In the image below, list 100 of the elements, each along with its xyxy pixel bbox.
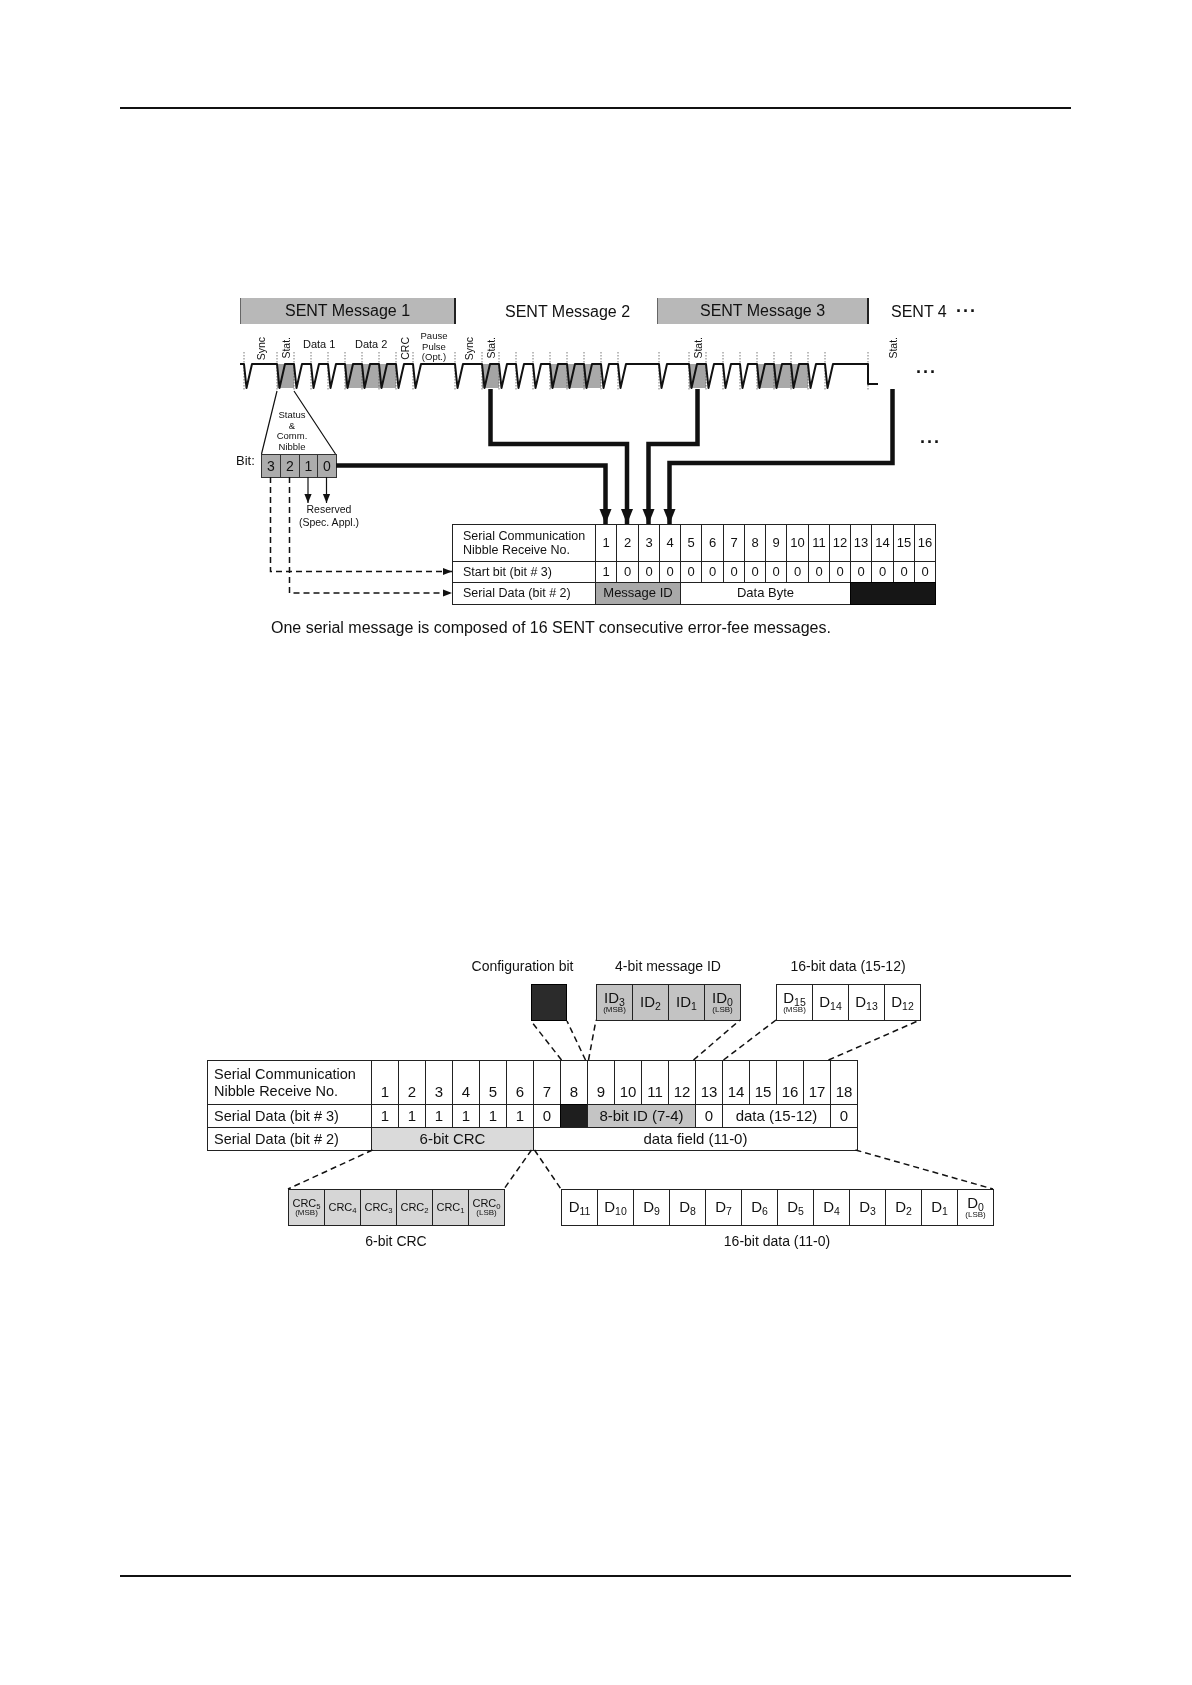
bit-cell — [360, 1189, 397, 1226]
expansion-line — [566, 1020, 587, 1061]
bit-order-note: (LSB) — [712, 1006, 733, 1016]
row-label: Serial Communication Nibble Receive No. — [214, 1065, 357, 1100]
bit-value: 0 — [772, 564, 780, 580]
bit-order-note: (LSB) — [965, 1211, 986, 1221]
group-heading: 16-bit data (15-12) — [790, 958, 906, 975]
segment-label: Pause Pulse (Opt.) — [419, 331, 449, 363]
expansion-line — [503, 1149, 533, 1190]
bit-order-note: (MSB) — [295, 1209, 318, 1218]
field-cell — [587, 1104, 696, 1128]
nibble-number: 12 — [832, 535, 848, 551]
nibble-number: 2 — [623, 535, 632, 551]
row-label: Serial Communication Nibble Receive No. — [463, 528, 587, 558]
expansion-line — [533, 1149, 562, 1190]
field-label: Message ID — [603, 586, 673, 601]
bit-value: 0 — [815, 564, 823, 580]
nibble-number: 3 — [434, 1083, 444, 1100]
nibble-number: 1 — [602, 535, 610, 551]
bit-number: 0 — [323, 459, 331, 473]
header-cell — [914, 524, 936, 562]
bit-name: CRC$_{4}$ — [328, 1201, 357, 1214]
expansion-line — [530, 1020, 563, 1061]
bit-name: CRC$_{0}$ — [472, 1197, 501, 1210]
field-label: 6-bit CRC — [419, 1130, 486, 1148]
expansion-line — [587, 1019, 597, 1061]
bit-name: ID$_{3}$ — [604, 989, 625, 1007]
expansion-line — [287, 1149, 374, 1190]
bit-number: 2 — [286, 459, 294, 473]
bit-value: 1 — [515, 1107, 525, 1125]
segment-label: Sync — [254, 337, 267, 361]
segment-label: Stat. — [484, 337, 497, 359]
field-label: data (15-12) — [735, 1107, 818, 1125]
nibble-number: 15 — [896, 535, 912, 551]
expansion-line — [722, 1019, 777, 1061]
arrow — [336, 463, 612, 524]
expansion-line — [692, 1019, 741, 1061]
nibble-number: 9 — [772, 535, 780, 551]
nibble-number: 11 — [812, 535, 826, 551]
bit-value: 0 — [666, 564, 674, 580]
segment-label: Stat. — [691, 337, 704, 359]
bit-name: D$_{7}$ — [715, 1199, 732, 1216]
bit-cell — [596, 984, 633, 1021]
nibble-number: 5 — [687, 535, 695, 551]
nibble-number: 8 — [751, 535, 759, 551]
field-label: Data Byte — [736, 586, 795, 601]
message-title: SENT Message 1 — [284, 302, 411, 320]
nibble-number: 15 — [754, 1083, 772, 1100]
field-label: 8-bit ID (7-4) — [599, 1107, 684, 1125]
nibble-number: 10 — [619, 1083, 637, 1100]
bit-name: D$_{4}$ — [823, 1199, 840, 1216]
nibble-number: 1 — [380, 1083, 390, 1100]
bit-value: 0 — [542, 1107, 552, 1125]
field-cell — [533, 1127, 858, 1151]
bit-value: 0 — [839, 1107, 849, 1125]
bit-value: 0 — [623, 564, 632, 580]
group-heading: Configuration bit — [471, 958, 574, 975]
bit-value: 1 — [407, 1107, 417, 1125]
bit-order-note: (LSB) — [476, 1209, 497, 1218]
bit-number: 1 — [304, 459, 313, 473]
bit-cell — [632, 984, 669, 1021]
filled-cell — [850, 582, 936, 605]
bit-value: 0 — [645, 564, 653, 580]
bit-name: D$_{14}$ — [819, 994, 842, 1011]
nibble-number: 7 — [730, 535, 738, 551]
bit-value: 1 — [488, 1107, 498, 1125]
group-heading: 4-bit message ID — [615, 958, 721, 975]
bit-order-note: (MSB) — [603, 1006, 626, 1016]
bit-name: D$_{5}$ — [787, 1199, 804, 1216]
bit-cell — [957, 1189, 994, 1226]
dashed-arrow — [269, 476, 453, 576]
bit-cell — [396, 1189, 433, 1226]
bit-value: 1 — [380, 1107, 390, 1125]
bit-cell — [669, 1189, 706, 1226]
arrow — [322, 476, 331, 504]
nibble-number: 14 — [875, 535, 890, 551]
group-heading: 6-bit CRC — [365, 1232, 427, 1249]
bit-cell — [668, 984, 705, 1021]
nibble-number: 16 — [917, 535, 933, 551]
bit-cell — [921, 1189, 958, 1226]
bit-value: 1 — [602, 564, 610, 580]
bit-name: CRC$_{2}$ — [400, 1201, 429, 1214]
bit-value: 0 — [751, 564, 759, 580]
nibble-number: 11 — [647, 1083, 663, 1100]
message-label: SENT Message 2 — [505, 303, 631, 322]
message-label: SENT 4 — [891, 303, 947, 322]
nibble-number: 2 — [407, 1083, 417, 1100]
bit-row-label: Bit: — [236, 454, 255, 469]
message-title: SENT Message 3 — [699, 302, 826, 320]
filled-cell — [560, 1104, 588, 1128]
field-cell — [371, 1127, 534, 1151]
bit-cell — [261, 454, 281, 478]
nibble-number: 3 — [645, 535, 653, 551]
nibble-number: 17 — [808, 1083, 826, 1100]
bit-value: 0 — [921, 564, 929, 580]
bit-name: ID$_{0}$ — [712, 989, 733, 1007]
bit-cell — [705, 1189, 742, 1226]
bit-value: 0 — [900, 564, 908, 580]
bit-cell — [468, 1189, 505, 1226]
nibble-number: 6 — [515, 1083, 525, 1100]
